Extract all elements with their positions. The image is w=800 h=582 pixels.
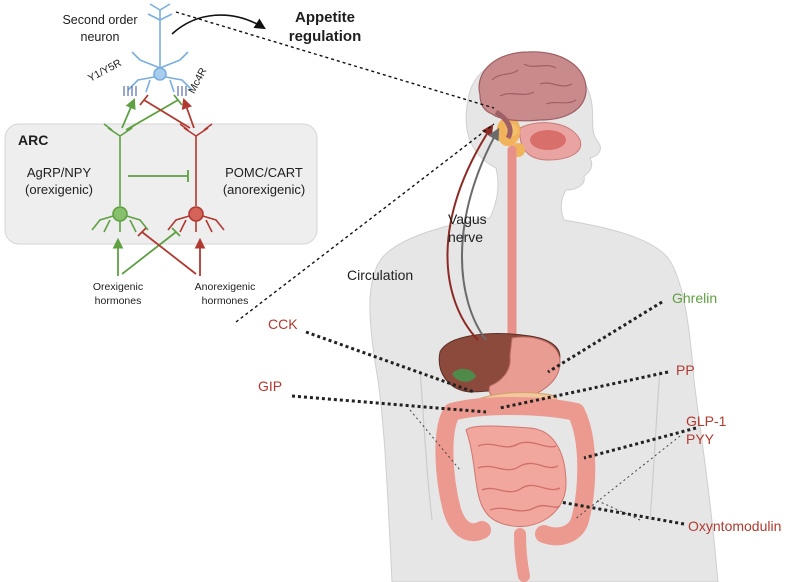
- vagus-line1: Vagus: [448, 211, 487, 227]
- anorexigenic-inhibit-agrp: [137, 227, 197, 275]
- ghrelin-label: Ghrelin: [672, 290, 718, 306]
- pp-label: PP: [676, 362, 695, 378]
- vagus-line2: nerve: [448, 229, 484, 245]
- circulation-label: Circulation: [347, 267, 414, 283]
- oxyntomodulin-label: Oxyntomodulin: [688, 518, 782, 534]
- vagus-nerve-arrow: [461, 127, 500, 341]
- vagus-nerve-label: Vagus nerve: [448, 210, 487, 246]
- gip-label: GIP: [258, 378, 283, 394]
- pp-pointer: [499, 370, 669, 410]
- to-appetite-regulation-arrow: [171, 14, 266, 35]
- appetite-line2: regulation: [288, 28, 362, 45]
- glp1-pyy-label: GLP-1 PYY: [686, 412, 726, 448]
- anorexigenic-line1: Anorexigenic: [194, 281, 256, 293]
- second-order-line2: neuron: [80, 30, 120, 44]
- orexigenic-line2: hormones: [94, 295, 142, 307]
- digestive-organs: [435, 333, 596, 582]
- zoom-line-bottom: [235, 123, 495, 323]
- receptor-y1-y5r-icon: [123, 86, 137, 96]
- gip-pointer: [291, 394, 487, 414]
- ghrelin-pointer: [547, 300, 663, 374]
- second-order-line1: Second order: [62, 13, 138, 27]
- agrp-line1: AgRP/NPY: [26, 165, 92, 180]
- agrp-npy-label: AgRP/NPY (orexigenic): [14, 164, 104, 198]
- agrp-inhibit-mc4r: [125, 94, 183, 131]
- appetite-regulation-label: Appetite regulation: [270, 8, 380, 46]
- pomc-inhibit-y1: [139, 94, 191, 129]
- second-order-neuron-label: Second order neuron: [47, 12, 153, 46]
- cck-label: CCK: [268, 316, 298, 332]
- agrp-line2: (orexigenic): [25, 182, 93, 197]
- orexigenic-inhibit-pomc: [121, 227, 181, 275]
- pyy-line: PYY: [686, 431, 715, 447]
- agrp-npy-neuron-icon: [91, 123, 149, 233]
- pomc-to-receptor-arrow: [181, 97, 195, 129]
- body-silhouette: [369, 54, 719, 582]
- pomc-line1: POMC/CART: [225, 165, 303, 180]
- glp1-line: GLP-1: [686, 413, 727, 429]
- hormone-pointer-lines: [291, 300, 697, 526]
- anorexigenic-hormones-label: Anorexigenic hormones: [180, 280, 270, 308]
- agrp-inhibit-pomc: [128, 170, 189, 182]
- circulation-arrow: [446, 123, 494, 341]
- glp1-pointer: [583, 426, 697, 460]
- receptor-mc4r-icon: [177, 86, 187, 96]
- anorexigenic-line2: hormones: [201, 295, 249, 307]
- second-order-neuron-icon: [127, 3, 193, 93]
- orexigenic-hormones-label: Orexigenic hormones: [74, 280, 162, 308]
- pomc-cart-label: POMC/CART (anorexigenic): [212, 164, 316, 198]
- hormone-pointer-extensions: [409, 409, 681, 521]
- zoom-line-top: [175, 11, 495, 109]
- oxyntomodulin-pointer: [559, 500, 685, 526]
- pomc-line2: (anorexigenic): [222, 182, 306, 197]
- appetite-line1: Appetite: [295, 9, 355, 26]
- brain-illustration: [478, 51, 587, 140]
- agrp-to-receptor-arrow: [121, 98, 136, 129]
- pomc-cart-neuron-icon: [167, 123, 225, 233]
- orexigenic-line1: Orexigenic: [92, 281, 144, 293]
- arc-title: ARC: [18, 132, 49, 148]
